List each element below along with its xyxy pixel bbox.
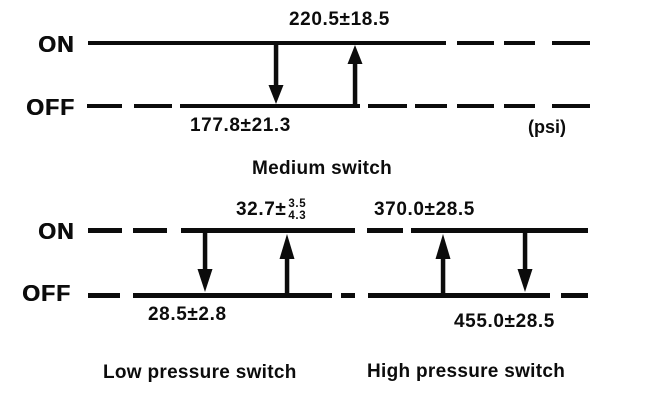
high-turn-on-arrow [435,234,451,293]
lower-off-state-label: OFF [22,280,71,306]
low-off-threshold-value: 28.5±2.8 [148,304,227,325]
low-on-threshold-tolerance-stack: 3.5 4.3 [288,198,306,222]
medium-on-state-label: ON [38,31,75,57]
low-pressure-switch-caption: Low pressure switch [103,362,297,383]
medium-off-line [87,104,590,108]
high-on-threshold-value: 370.0±28.5 [374,199,475,220]
lower-on-line [88,228,588,233]
high-turn-off-arrow [517,233,533,292]
low-on-tolerance-upper: 3.5 [288,198,307,210]
high-off-threshold-value: 455.0±28.5 [454,311,555,332]
medium-on-threshold-value: 220.5±18.5 [289,9,390,30]
pressure-unit-label: (psi) [528,117,566,137]
low-turn-on-arrow [279,234,295,293]
low-on-tolerance-lower: 4.3 [288,210,307,223]
high-pressure-switch-caption: High pressure switch [367,361,566,382]
low-on-threshold-base: 32.7± [236,199,287,221]
lower-off-line [88,293,588,298]
low-turn-off-arrow [197,233,213,292]
medium-turn-off-arrow [268,45,284,104]
low-on-threshold-value: 32.7± 3.5 4.3 [236,198,306,222]
medium-switch-caption: Medium switch [252,158,393,179]
medium-off-state-label: OFF [26,94,75,120]
lower-on-state-label: ON [38,218,75,244]
medium-off-threshold-value: 177.8±21.3 [190,115,291,136]
medium-turn-on-arrow [347,45,363,104]
medium-on-line [88,41,590,45]
